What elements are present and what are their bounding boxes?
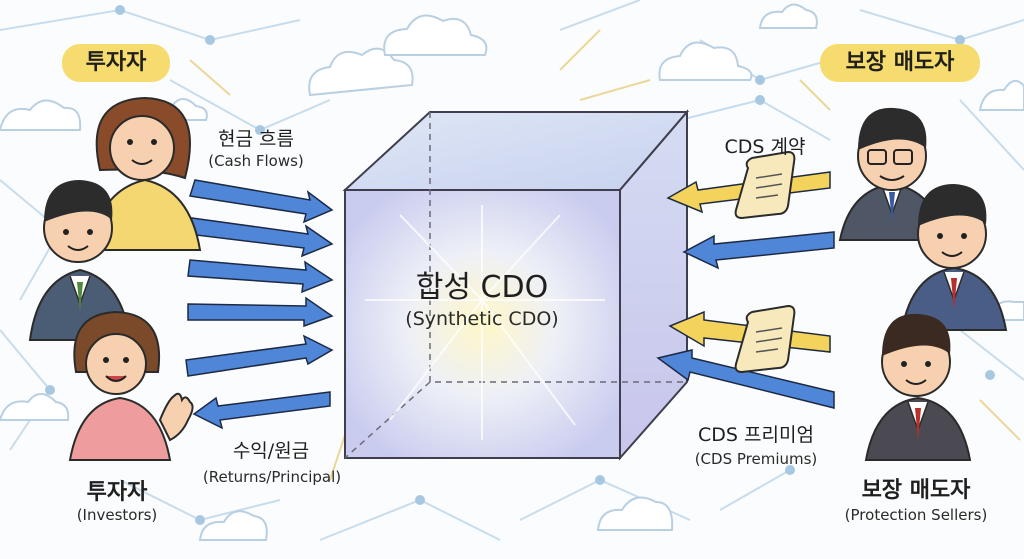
arrow-cash-flow-3 <box>187 259 334 294</box>
cds-premiums-label: CDS 프리미엄 <box>698 424 814 446</box>
returns-sublabel: (Returns/Principal) <box>202 468 342 486</box>
cash-flows-sublabel: (Cash Flows) <box>208 152 304 170</box>
cds-contract-label: CDS 계약 <box>724 136 806 158</box>
cloud-icon <box>0 99 82 131</box>
cloud-icon <box>198 510 268 541</box>
arrow-cds-premium-1 <box>682 231 835 270</box>
arrow-cash-flow-4 <box>187 296 334 328</box>
cube-glow-rays <box>365 205 605 440</box>
seller-man-red-tie-figure <box>900 184 1008 331</box>
cloud-icon <box>308 47 414 97</box>
protection-sellers-badge: 보장 매도자 <box>820 44 980 82</box>
cloud-icon <box>658 41 753 81</box>
cdo-title: 합성 CDO <box>415 270 549 305</box>
investors-caption: 투자자 <box>86 480 148 505</box>
cloud-icon <box>0 393 70 421</box>
investors-badge: 투자자 <box>62 44 170 82</box>
cloud-icon <box>978 79 1024 111</box>
contract-scroll-icon <box>734 304 796 374</box>
network-nodes <box>45 5 995 525</box>
cloud-icon <box>758 3 818 29</box>
arrow-cds-premium-2 <box>656 349 835 409</box>
cash-flows-label: 현금 흐름 <box>218 128 294 150</box>
contract-scroll-icon <box>734 150 796 220</box>
arrow-returns <box>192 391 331 430</box>
cds-premium-arrows <box>656 231 835 409</box>
sellers-caption: 보장 매도자 <box>861 478 971 503</box>
cloud-icon <box>383 14 488 56</box>
cdo-subtitle: (Synthetic CDO) <box>405 308 559 330</box>
investors-caption-sub: (Investors) <box>76 506 158 524</box>
cash-flow-arrows <box>185 179 334 377</box>
background-network-accents <box>189 29 1021 481</box>
seller-man-suit-figure <box>864 313 972 461</box>
investor-man-figure <box>28 180 132 341</box>
sellers-caption-sub: (Protection Sellers) <box>844 506 988 524</box>
investor-woman-figure <box>88 96 202 251</box>
cloud-icon <box>596 496 674 531</box>
arrow-cash-flow-5 <box>185 334 334 377</box>
arrow-cash-flow-2 <box>187 217 334 258</box>
returns-label: 수익/원금 <box>232 440 310 462</box>
cds-premiums-sublabel: (CDS Premiums) <box>694 450 818 468</box>
arrow-cash-flow-1 <box>189 179 334 224</box>
investor-older-woman-figure <box>68 310 194 461</box>
cube-hidden-edges <box>344 112 687 459</box>
